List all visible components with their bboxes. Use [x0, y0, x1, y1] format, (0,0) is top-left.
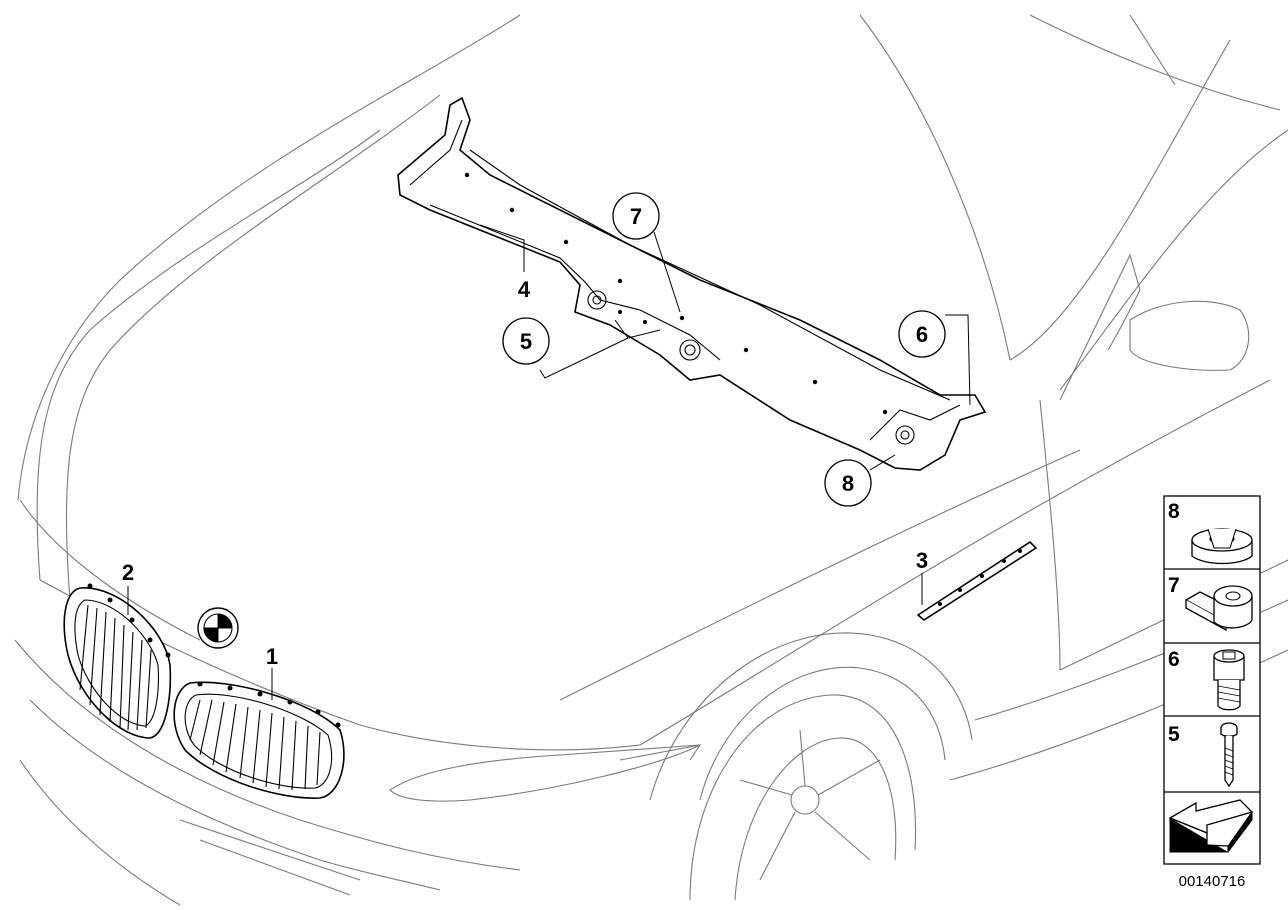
legend-item-7-label: 7 — [1168, 574, 1180, 597]
legend-item-6: 6 — [1168, 648, 1245, 711]
callout-5-circle — [502, 317, 550, 365]
legend-panel: 8 7 6 — [1163, 495, 1261, 865]
legend-item-5-label: 5 — [1168, 723, 1180, 746]
callout-3-label: 3 — [916, 548, 928, 573]
callout-7-circle — [612, 192, 660, 240]
kidney-grille-right-part-1 — [173, 681, 345, 799]
direction-arrow-icon — [1168, 799, 1254, 853]
legend-item-5: 5 — [1168, 722, 1238, 788]
callout-2-label: 2 — [122, 560, 134, 585]
callout-1-label: 1 — [266, 644, 278, 669]
clip-nut-icon — [1184, 585, 1253, 632]
legend-item-8: 8 — [1168, 500, 1253, 565]
cowl-panel-part-4 — [397, 96, 987, 471]
bolt-icon — [1213, 649, 1245, 711]
callout-8-circle — [824, 459, 872, 507]
callouts: 1 2 3 4 5 6 7 8 — [122, 192, 946, 669]
legend-item-8-label: 8 — [1168, 500, 1180, 523]
legend-item-7: 7 — [1168, 574, 1253, 632]
callout-7-label: 7 — [630, 204, 642, 229]
trim-strip-part-3 — [916, 540, 1038, 621]
callout-6-circle — [898, 310, 946, 358]
callout-6-label: 6 — [916, 322, 928, 347]
callout-5-label: 5 — [520, 329, 532, 354]
kidney-grille-left-part-2 — [63, 583, 172, 739]
callout-8-label: 8 — [842, 471, 854, 496]
rubber-buffer-icon — [1191, 528, 1253, 565]
callout-leaders — [127, 224, 971, 700]
car-body-outline — [14, 14, 1288, 906]
legend-item-6-label: 6 — [1168, 648, 1180, 671]
bmw-emblem — [197, 607, 239, 649]
callout-4-label: 4 — [518, 277, 531, 302]
diagram-reference-number: 00140716 — [1179, 873, 1246, 890]
screw-icon — [1220, 722, 1238, 788]
